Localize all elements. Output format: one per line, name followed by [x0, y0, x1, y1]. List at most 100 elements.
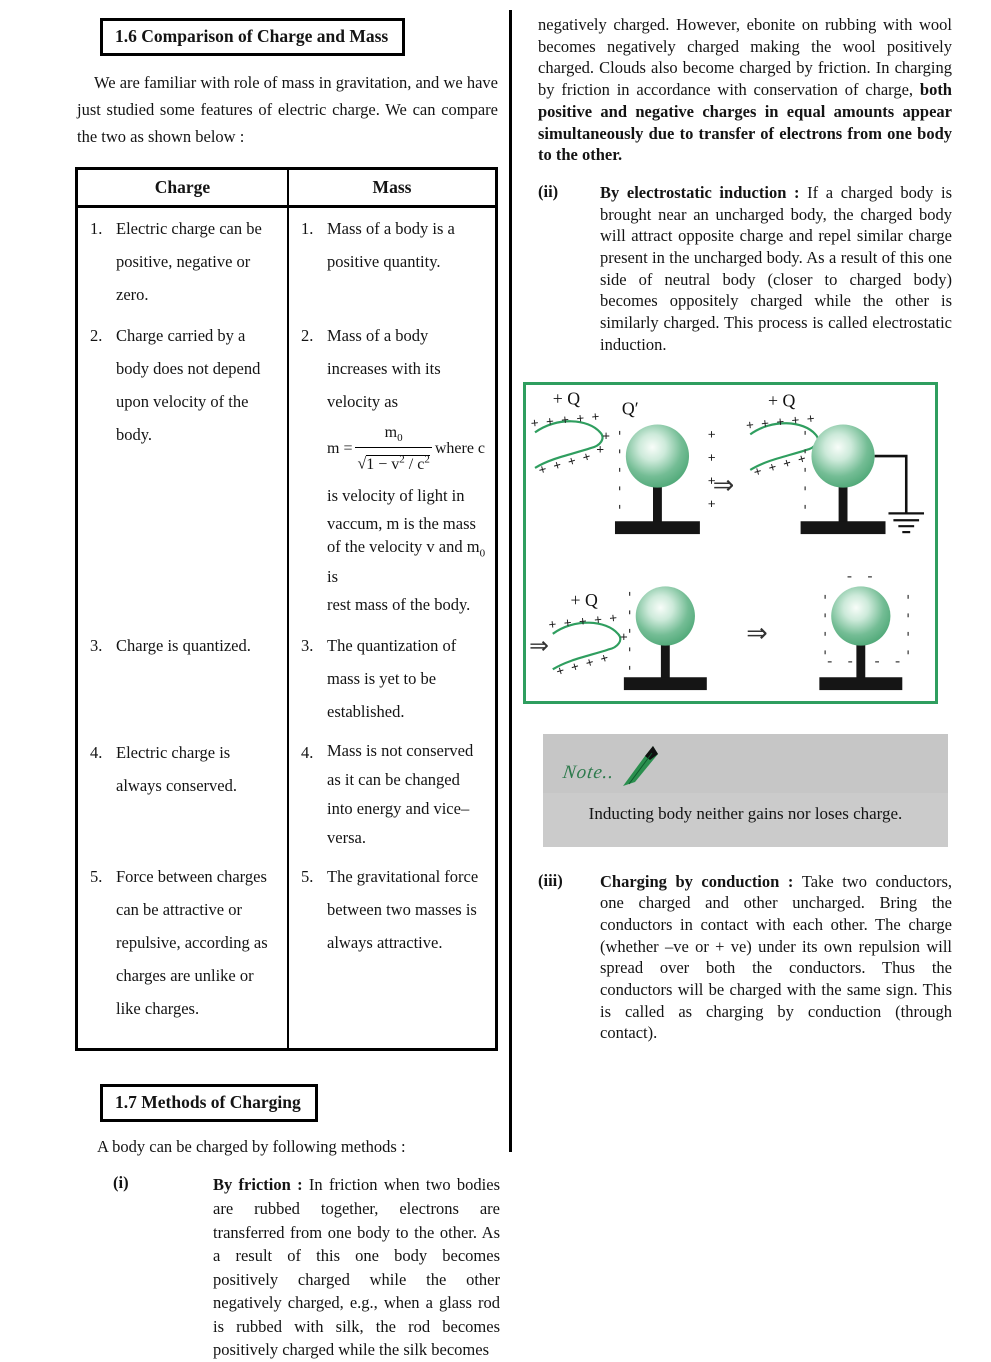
item-number: 1. [301, 219, 314, 238]
minus-charges-icon: - - - - [900, 594, 916, 659]
minus-charges-icon: - - - - [817, 594, 833, 659]
metal-sphere [831, 585, 891, 646]
item-number: 3. [301, 635, 314, 655]
rod-charge-label: + Q [571, 590, 598, 610]
plus-charges-icon: + + + + [537, 448, 595, 478]
mass-point-2: Mass of a body increases with its veloci… [327, 326, 486, 614]
item-number: 2. [301, 326, 314, 345]
ground-symbol-icon [888, 511, 925, 533]
rod-charge-label: + Q [768, 390, 795, 410]
item-number: 5. [301, 866, 314, 886]
plus-charges-icon: + + + + + [548, 610, 620, 632]
implies-arrow-icon: ⇒ [713, 470, 735, 500]
plus-charge-icon: + [620, 629, 628, 644]
minus-charges-icon: - - [827, 653, 858, 669]
method-item-friction: (i) By friction : In friction when two b… [75, 1173, 500, 1362]
neutral-sphere-polarized: Q′ - - - - - + + + + [612, 398, 719, 534]
charge-point-2: Charge carried by a body does not depend… [116, 326, 261, 444]
figure-electrostatic-induction: + Q + + + + + + + + + + + Q′ - - - - - +… [523, 381, 938, 704]
note-box: Note.. Inducting body neither gains nor … [543, 733, 948, 847]
table-row: 2. Charge carried by a body does not depe… [76, 315, 497, 625]
rod-curve [534, 419, 604, 469]
stand-base [623, 676, 707, 690]
item-number: (iii) [538, 870, 563, 890]
stand-base [614, 520, 700, 534]
ground-wire [874, 454, 908, 513]
column-header-charge: Charge [76, 168, 289, 208]
charge-point-5: Force between charges can be attractive … [116, 866, 268, 1018]
bold-emphasis: both positive and negative charges in eq… [538, 80, 952, 165]
plus-charges-icon: + + + + [554, 649, 612, 679]
item-number: 4. [301, 742, 314, 762]
grounded-sphere: - - - - - [798, 424, 925, 534]
rod-curve [552, 621, 622, 670]
minus-charges-icon: - - [875, 653, 906, 669]
column-divider [509, 10, 512, 1152]
item-number: 4. [90, 742, 103, 762]
section-heading-1-6: 1.6 Comparison of Charge and Mass [100, 18, 406, 56]
mass-point-4: Mass is not conserved as it can be chang… [327, 740, 474, 847]
method-text: If a charged body is brought near an unc… [600, 182, 952, 354]
metal-sphere [811, 424, 875, 488]
stand-post [838, 485, 848, 523]
stand-post [856, 643, 866, 679]
charge-point-3: Charge is quantized. [116, 635, 251, 655]
method-item-conduction: (iii) Charging by conduction : Take two … [538, 871, 952, 1045]
section-1-7-intro: A body can be charged by following metho… [97, 1137, 406, 1157]
mass-point-3: The quantization of mass is yet to be es… [327, 635, 457, 721]
item-number: 2. [90, 326, 103, 345]
metal-sphere [625, 424, 690, 488]
right-column: negatively charged. However, ebonite on … [523, 10, 952, 1045]
table-row: 1. Electric charge can be positive, negat… [76, 206, 497, 315]
plus-charges-icon: + + + + + [530, 408, 602, 430]
left-column: 1.6 Comparison of Charge and Mass We are… [75, 18, 500, 1362]
plus-charges-icon: + + + + [704, 430, 719, 513]
minus-charges-icon: - - - - - [622, 591, 638, 675]
negatively-charged-sphere: - - - - - - - - - - - - - - [817, 568, 916, 690]
section-heading-1-7: 1.7 Methods of Charging [100, 1084, 318, 1123]
table-row: 3. Charge is quantized. 3. The quantizatio… [76, 624, 497, 732]
stand-base [800, 520, 886, 534]
method-item-induction: (ii) By electrostatic induction : If a c… [538, 182, 952, 356]
mass-point-1: Mass of a body is a positive quantity. [327, 219, 455, 271]
method-lead: By electrostatic induction : [600, 182, 808, 202]
item-number: (i) [113, 1173, 129, 1193]
implies-arrow-icon: ⇒ [529, 631, 549, 659]
method-lead: Charging by conduction : [600, 871, 802, 891]
item-number: 5. [90, 866, 103, 886]
method-text: In friction when two bodies are rubbed t… [213, 1175, 500, 1360]
table-header-row: Charge Mass [76, 168, 497, 208]
table-row: 5. Force between charges can be attractiv… [76, 855, 497, 1050]
sphere-charge-label: Q′ [622, 398, 639, 418]
minus-charges-icon: - - - - - [612, 430, 628, 514]
stand-base [819, 676, 903, 690]
column-header-mass: Mass [288, 168, 497, 208]
charge-point-1: Electric charge can be positive, negativ… [116, 219, 262, 304]
method-lead: By friction : [213, 1175, 309, 1195]
relativistic-mass-formula: m = m0 √1 − v2 / c2 where c [327, 424, 486, 473]
note-script-label: Note.. [561, 761, 616, 783]
plus-charges-icon: + + + + + [745, 410, 817, 432]
table-row: 4. Electric charge is always conserved. 4… [76, 731, 497, 856]
plus-charge-icon: + [596, 442, 604, 457]
stand-post [652, 485, 662, 523]
induction-diagram: + Q + + + + + + + + + + + Q′ - - - - - +… [529, 388, 925, 690]
item-number: 3. [90, 635, 103, 655]
item-number: 1. [90, 219, 103, 238]
plus-charge-icon: + [602, 428, 610, 443]
rod-charge-label: + Q [553, 388, 580, 408]
induced-sphere: - - - - - [622, 585, 707, 690]
pen-icon [623, 745, 658, 786]
charged-rod: + Q + + + + + + + + + + + [530, 388, 610, 477]
note-text: Inducting body neither gains nor loses c… [588, 803, 903, 823]
stand-post [660, 643, 670, 679]
charge-point-4: Electric charge is always conserved. [116, 742, 237, 795]
section-1-6-intro: We are familiar with role of mass in gra… [77, 73, 498, 146]
charged-rod: + Q + + + + + + + + + + [548, 590, 628, 679]
item-number: (ii) [538, 181, 559, 201]
minus-charges-icon: - - [847, 568, 878, 584]
mass-point-5: The gravitational force between two mass… [327, 866, 479, 952]
friction-continuation-paragraph: negatively charged. However, ebonite on … [538, 15, 952, 165]
metal-sphere [635, 585, 695, 646]
minus-charges-icon: - - - - - [798, 430, 814, 514]
